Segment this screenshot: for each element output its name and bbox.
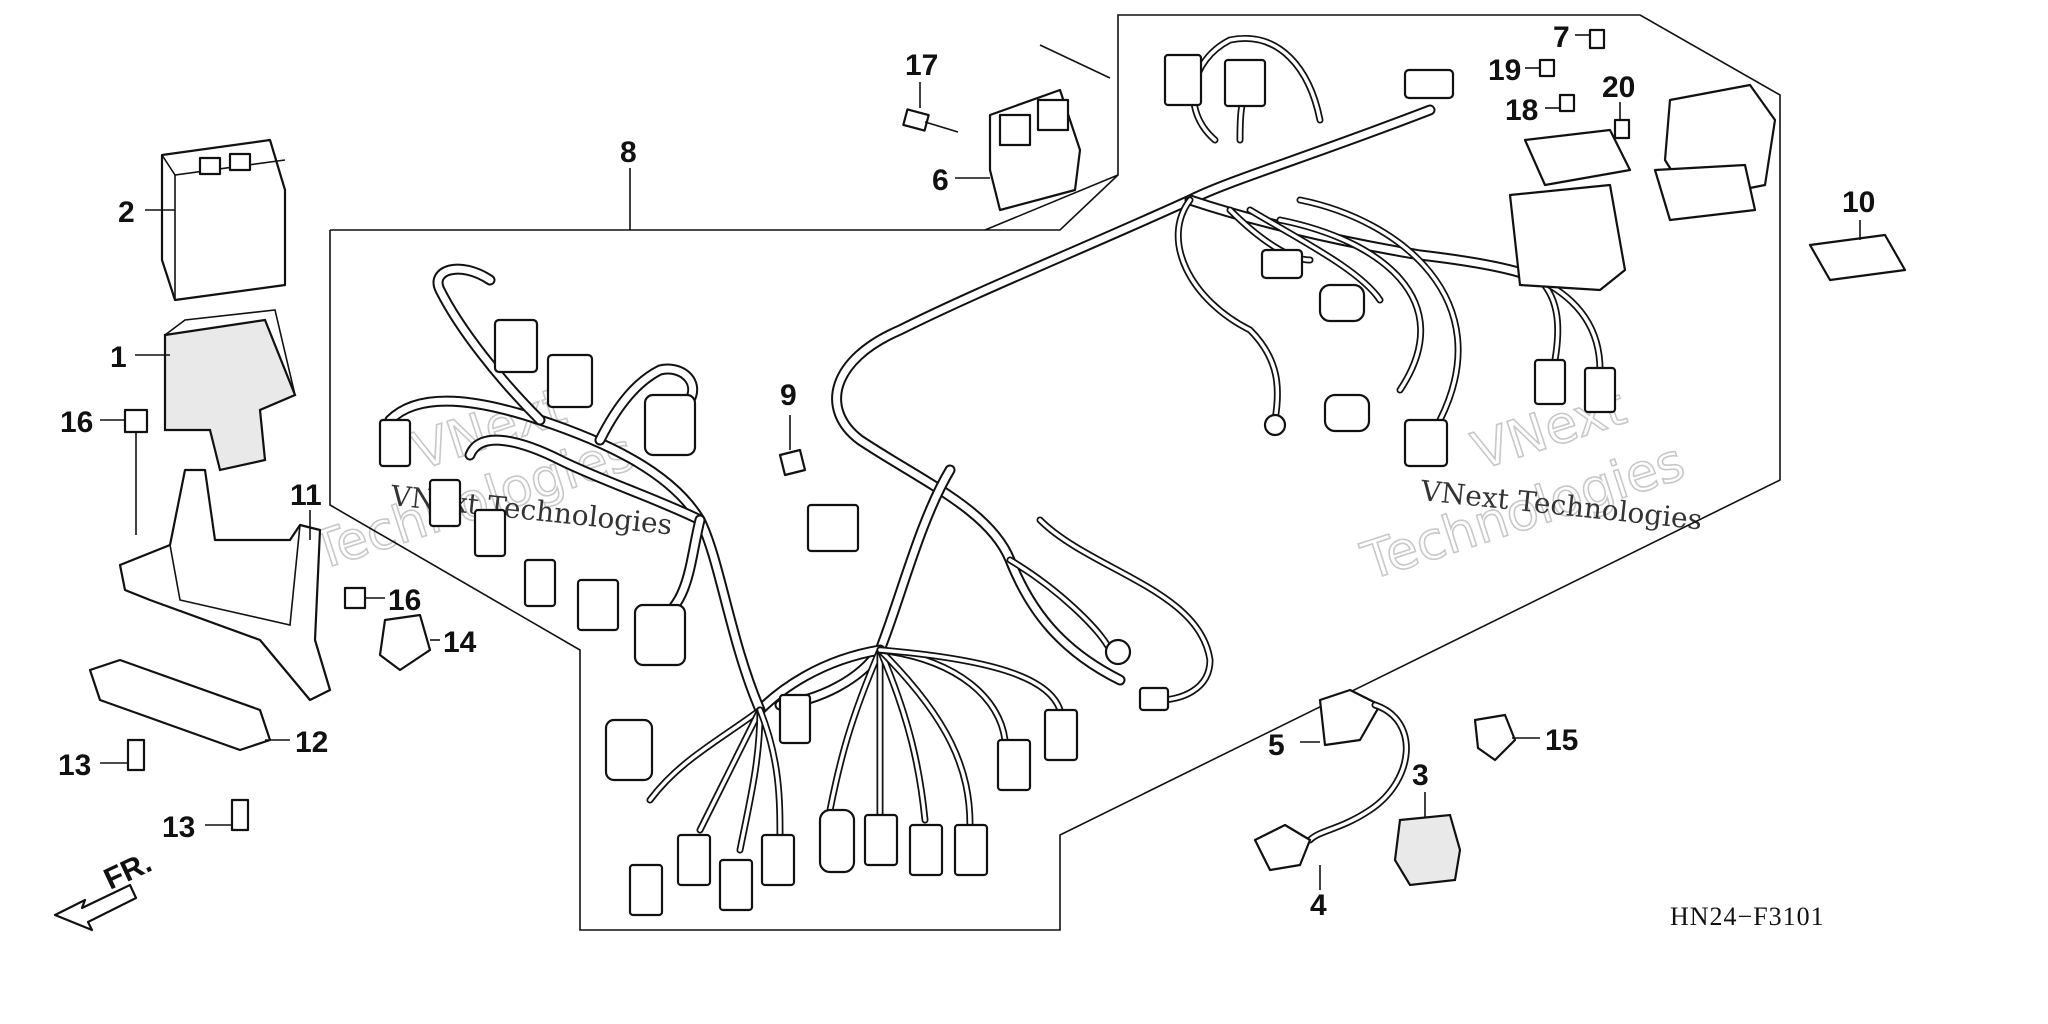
small-parts xyxy=(778,448,1462,887)
figure-code: HN24−F3101 xyxy=(1670,902,1825,931)
callout-16b: 16 xyxy=(388,584,421,617)
harness-connectors xyxy=(378,53,1617,917)
callout-20: 20 xyxy=(1602,71,1635,104)
callout-7: 7 xyxy=(1553,21,1570,54)
part-6-relay xyxy=(988,88,1082,212)
part-1-sponge xyxy=(163,309,297,472)
branch-wires-right xyxy=(1174,35,1604,424)
callout-13a: 13 xyxy=(58,749,91,782)
callout-18: 18 xyxy=(1505,94,1538,127)
callout-8: 8 xyxy=(620,136,637,169)
part-12-plate xyxy=(88,658,272,752)
callout-2: 2 xyxy=(118,196,135,229)
callout-6: 6 xyxy=(932,164,949,197)
callout-17: 17 xyxy=(905,49,938,82)
callout-15: 15 xyxy=(1545,724,1578,757)
callout-1: 1 xyxy=(110,341,127,374)
fasteners xyxy=(123,108,1517,832)
callout-12: 12 xyxy=(295,726,328,759)
callout-16a: 16 xyxy=(60,406,93,439)
assembly-boundary xyxy=(329,14,1781,931)
wire-harness-main xyxy=(754,104,1546,716)
right-components xyxy=(1508,28,1907,292)
wire-harness-left xyxy=(384,263,766,716)
callout-9: 9 xyxy=(780,379,797,412)
callout-11: 11 xyxy=(290,479,322,512)
branch-wires xyxy=(646,516,1214,854)
front-direction-arrow: FR. xyxy=(53,846,157,932)
front-label: FR. xyxy=(99,846,157,896)
callout-19: 19 xyxy=(1488,54,1521,87)
callout-13b: 13 xyxy=(162,811,195,844)
callout-3: 3 xyxy=(1412,759,1429,792)
part-2-fuse-box xyxy=(160,138,287,302)
callout-14: 14 xyxy=(443,626,477,659)
part-11-bracket xyxy=(118,468,332,702)
callout-10: 10 xyxy=(1842,186,1875,219)
callout-5: 5 xyxy=(1268,729,1285,762)
callout-4: 4 xyxy=(1310,889,1327,922)
callouts: 2 1 16 11 16 14 12 13 13 17 6 8 9 7 19 1… xyxy=(58,21,1875,922)
leader-lines xyxy=(100,34,1861,890)
